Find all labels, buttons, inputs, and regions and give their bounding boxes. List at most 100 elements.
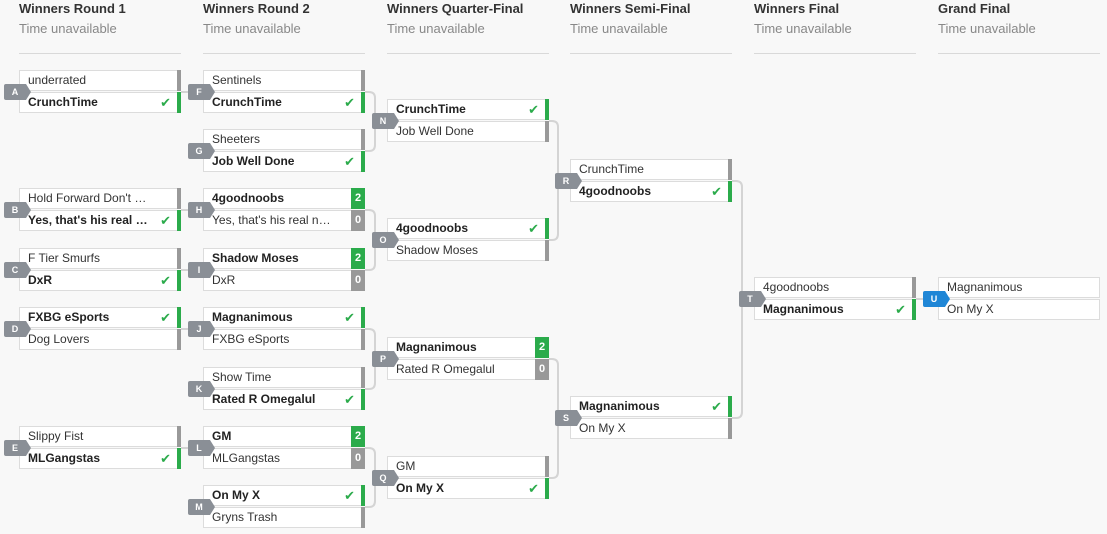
match-id-badge: A: [4, 84, 31, 100]
team-slot[interactable]: Magnanimous: [938, 277, 1100, 298]
team-slot[interactable]: On My X ✔: [387, 478, 549, 499]
team-name: DxR: [212, 273, 236, 287]
team-slot[interactable]: On My X: [570, 418, 732, 439]
team-name: On My X: [396, 481, 445, 495]
round-title: Winners Round 1: [19, 1, 126, 16]
team-slot[interactable]: GM: [387, 456, 549, 477]
checkmark-icon: ✔: [160, 273, 171, 288]
team-slot[interactable]: CrunchTime✔: [203, 92, 365, 113]
team-slot[interactable]: Show Time: [203, 367, 365, 388]
team-slot[interactable]: 4goodnoobs✔: [570, 181, 732, 202]
score-badge: 0: [535, 359, 549, 380]
result-bar: [728, 159, 732, 180]
team-slot[interactable]: Magnanimous✔: [203, 307, 365, 328]
team-name: Shadow Moses: [212, 251, 299, 265]
team-slot[interactable]: Hold Forward Don't Miss: [19, 188, 181, 209]
team-slot[interactable]: Dog Lovers: [19, 329, 181, 350]
result-bar: [728, 181, 732, 202]
team-slot[interactable]: Rated R Omegalul✔: [203, 389, 365, 410]
team-slot[interactable]: Sentinels: [203, 70, 365, 91]
team-slot[interactable]: underrated: [19, 70, 181, 91]
score-badge: 0: [351, 210, 365, 231]
result-bar: [361, 367, 365, 388]
team-slot[interactable]: Magnanimous✔: [754, 299, 916, 320]
team-slot[interactable]: 4goodnoobs: [754, 277, 916, 298]
match-id-badge: Q: [372, 470, 399, 486]
team-name: Shadow Moses: [396, 243, 479, 257]
team-slot[interactable]: Job Well Done: [387, 121, 549, 142]
team-slot[interactable]: F Tier Smurfs: [19, 248, 181, 269]
match-id-badge: N: [372, 113, 399, 129]
result-bar: [361, 129, 365, 150]
team-slot[interactable]: CrunchTime✔: [387, 99, 549, 120]
team-slot[interactable]: MLGangstas✔: [19, 448, 181, 469]
team-slot[interactable]: On My X✔: [203, 485, 365, 506]
team-name: GM: [396, 459, 416, 473]
checkmark-icon: ✔: [160, 95, 171, 110]
team-name: F Tier Smurfs: [28, 251, 101, 265]
team-slot[interactable]: Magnanimous✔: [570, 396, 732, 417]
result-bar: [912, 277, 916, 298]
result-bar: [361, 329, 365, 350]
team-slot[interactable]: Shadow Moses: [387, 240, 549, 261]
team-name: FXBG eSports: [212, 332, 290, 346]
team-slot[interactable]: DxR✔: [19, 270, 181, 291]
team-slot[interactable]: FXBG eSports: [203, 329, 365, 350]
match-id-badge: M: [188, 499, 215, 515]
result-bar: [177, 270, 181, 291]
result-bar: [361, 92, 365, 113]
result-bar: [361, 151, 365, 172]
team-slot[interactable]: On My X: [938, 299, 1100, 320]
round-divider: [387, 53, 549, 54]
score-badge: 2: [535, 337, 549, 358]
team-name: On My X: [579, 421, 626, 435]
team-slot[interactable]: 4goodnoobs✔: [387, 218, 549, 239]
team-slot[interactable]: CrunchTime✔: [19, 92, 181, 113]
team-slot[interactable]: Sheeters: [203, 129, 365, 150]
checkmark-icon: ✔: [160, 310, 171, 325]
team-slot[interactable]: CrunchTime: [570, 159, 732, 180]
team-slot[interactable]: Job Well Done✔: [203, 151, 365, 172]
checkmark-icon: ✔: [528, 481, 539, 496]
round-divider: [203, 53, 365, 54]
match-Q[interactable]: GM On My X ✔ Q: [372, 456, 549, 500]
result-bar: [545, 478, 549, 499]
result-bar: [361, 307, 365, 328]
team-slot[interactable]: Gryns Trash: [203, 507, 365, 528]
team-slot[interactable]: Yes, that's his real name✔: [19, 210, 181, 231]
team-slot[interactable]: FXBG eSports✔: [19, 307, 181, 328]
team-slot[interactable]: Slippy Fist: [19, 426, 181, 447]
result-bar: [177, 70, 181, 91]
